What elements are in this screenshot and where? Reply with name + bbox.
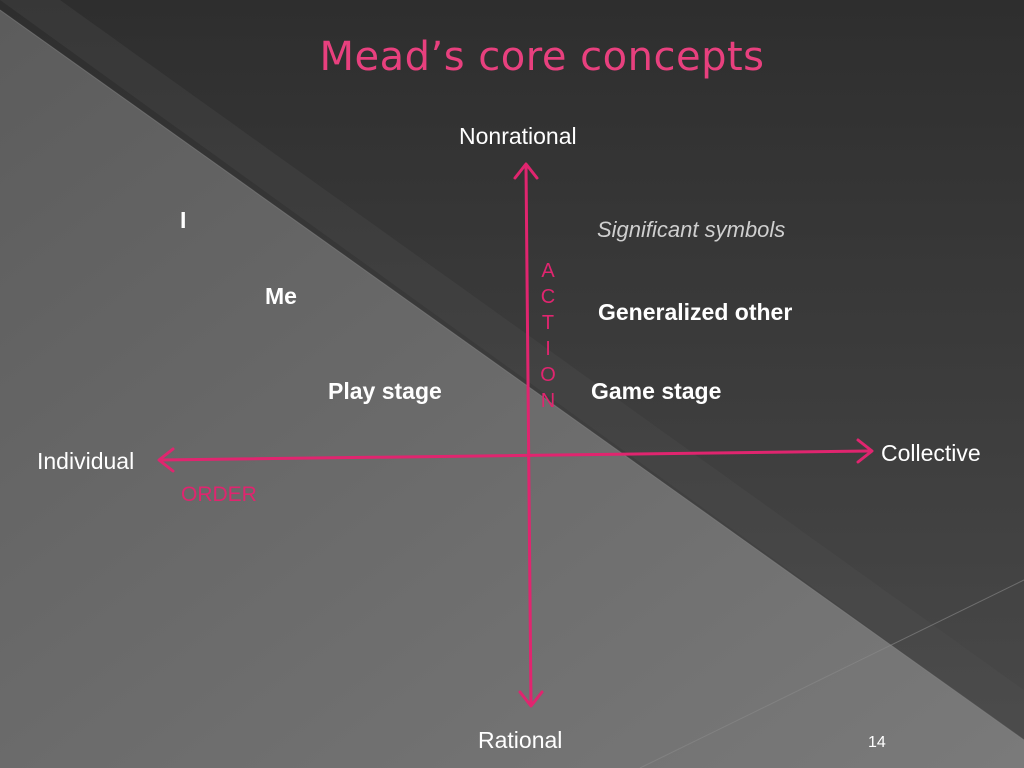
axis-label-nonrational: Nonrational: [459, 123, 577, 149]
concept-play-stage: Play stage: [328, 378, 442, 404]
concept-game-stage: Game stage: [591, 378, 722, 404]
concept-me: Me: [265, 283, 297, 309]
axis-name-order: ORDER: [181, 483, 257, 506]
horizontal-axis-line: [158, 449, 872, 462]
action-letter: O: [540, 364, 556, 386]
slide-title: Mead’s core concepts: [319, 34, 765, 80]
vertical-axis-line: [524, 164, 533, 707]
vertical-axis-bottom-arrowhead: [518, 690, 544, 708]
concept-i: I: [180, 207, 187, 233]
action-letter: A: [541, 260, 555, 282]
horizontal-axis-right-arrowhead: [856, 438, 874, 464]
action-letter: C: [540, 286, 556, 308]
axis-label-individual: Individual: [37, 448, 135, 474]
horizontal-axis-left-arrowhead: [157, 447, 175, 473]
concept-significant-symbols: Significant symbols: [597, 217, 786, 242]
action-letter: N: [540, 390, 556, 412]
axis-name-action: A C T I O N: [536, 258, 560, 414]
action-letter: T: [541, 312, 555, 334]
slide-number: 14: [868, 734, 886, 751]
axis-label-rational: Rational: [478, 727, 563, 753]
vertical-axis-top-arrowhead: [513, 162, 539, 180]
axis-label-collective: Collective: [881, 440, 981, 466]
concept-generalized-other: Generalized other: [598, 299, 793, 325]
action-letter: I: [545, 338, 551, 360]
